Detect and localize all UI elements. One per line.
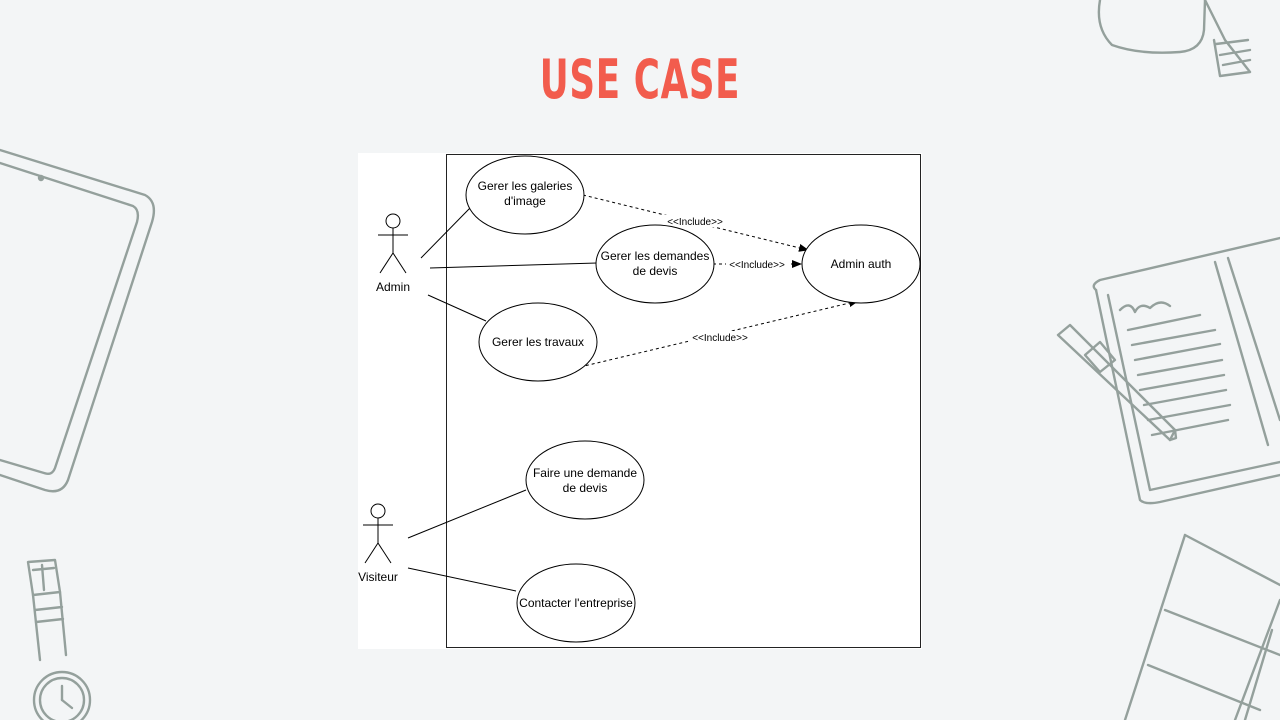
associations (407, 207, 598, 592)
use-case-label-auth: Admin auth (831, 257, 892, 271)
watch-icon (26, 558, 92, 720)
use-case-label-galeries-line2: d'image (504, 194, 546, 208)
association-admin-demandes (429, 262, 598, 269)
include-labels: <<Include>> <<Include>> <<Include>> (663, 215, 788, 344)
system-boundary (446, 154, 921, 648)
association-visiteur-faire-demande (407, 489, 527, 539)
actor-visiteur (363, 503, 393, 564)
notebook-icon (1092, 236, 1280, 505)
use-case-label-faire-demande-line2: de devis (563, 481, 608, 495)
slide-title: USE CASE (539, 48, 741, 111)
pen-icon (1056, 323, 1178, 442)
association-admin-galeries (420, 207, 471, 259)
actor-admin (378, 213, 408, 274)
use-case-galeries (465, 155, 585, 235)
actor-label-visiteur: Visiteur (358, 570, 398, 584)
use-case-demandes (595, 224, 715, 304)
include-label-demandes: <<Include>> (729, 260, 785, 271)
use-case-label-faire-demande-line1: Faire une demande (533, 466, 637, 480)
use-case-faire-demande (525, 440, 645, 520)
use-case-label-contacter: Contacter l'entreprise (519, 596, 633, 610)
use-case-diagram: Admin Visiteur <<Include>> <<Include>> <… (358, 153, 922, 649)
include-label-travaux: <<Include>> (692, 333, 748, 344)
use-case-auth (801, 224, 921, 304)
use-case-label-demandes-line2: de devis (633, 264, 678, 278)
book-icon (1123, 533, 1280, 720)
use-case-label-travaux: Gerer les travaux (492, 335, 584, 349)
association-visiteur-contacter (407, 567, 517, 592)
actor-label-admin: Admin (376, 280, 410, 294)
use-case-travaux (478, 302, 598, 382)
use-case-contacter (516, 563, 636, 643)
association-admin-travaux (427, 294, 487, 322)
use-case-label-galeries-line1: Gerer les galeries (478, 179, 573, 193)
use-case-label-demandes-line1: Gerer les demandes (601, 249, 710, 263)
include-label-galeries: <<Include>> (667, 217, 723, 228)
brush-icon (1097, 0, 1252, 78)
tablet-icon (0, 148, 156, 493)
